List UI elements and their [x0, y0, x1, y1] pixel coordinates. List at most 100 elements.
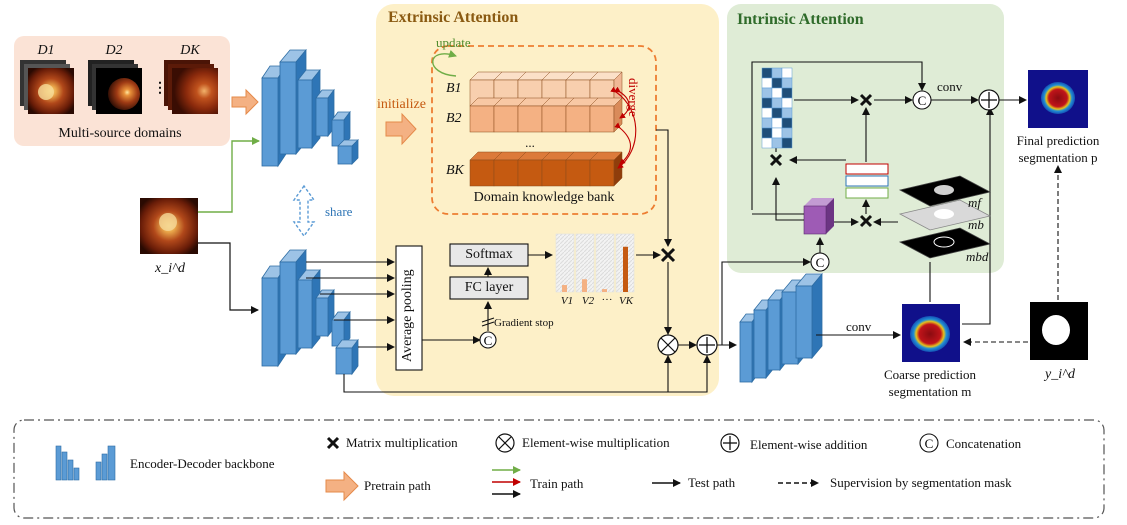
legend-backbone-label: Encoder-Decoder backbone — [130, 456, 275, 471]
attention-cell — [761, 87, 773, 99]
final-caption-line1: Final prediction — [1016, 133, 1100, 148]
weight-bar-4 — [623, 246, 628, 292]
bank-row-bk: BK — [446, 163, 464, 178]
v-label-1: V1 — [560, 295, 574, 307]
legend-supervision-label: Supervision by segmentation mask — [830, 475, 1012, 490]
attention-cell — [771, 137, 783, 149]
pretrain-arrow-top — [231, 88, 259, 116]
attention-cell — [771, 87, 783, 99]
fc-layer-box — [449, 276, 529, 300]
bank-row-k-cell-4 — [541, 159, 567, 187]
legend-elemmult-label: Element-wise multiplication — [522, 435, 670, 450]
bank-row-k-cell-3 — [517, 159, 543, 187]
prototype-vectors — [845, 163, 889, 199]
mask-label-mb: mb — [968, 217, 984, 232]
diverge-arrows — [610, 86, 637, 169]
bank-caption: Domain knowledge bank — [473, 190, 615, 205]
extrinsic-attention-title: Extrinsic Attention — [388, 9, 519, 26]
softmax-label: Softmax — [465, 247, 513, 262]
share-label: share — [325, 204, 353, 219]
legend-matmul-label: Matrix multiplication — [346, 435, 458, 450]
update-loop-arrow — [432, 49, 457, 77]
domain-label-1: D1 — [37, 43, 55, 58]
diverge-label: diverge — [626, 78, 641, 117]
legend-box — [13, 419, 1105, 519]
matmul-node-top — [859, 93, 873, 107]
bank-ellipsis: ... — [525, 135, 535, 150]
legend-concat-label: Concatenation — [946, 436, 1022, 451]
weight-bar-1 — [562, 285, 567, 292]
domain-ellipsis: ⋮ — [153, 81, 167, 96]
final-caption-line2: segmentation p — [1018, 150, 1098, 165]
attention-cell — [771, 127, 783, 139]
attention-cell — [781, 87, 793, 99]
legend-elemadd-label: Element-wise addition — [750, 437, 868, 452]
matmul-node-left — [769, 153, 783, 167]
share-arrow — [292, 184, 316, 238]
gradient-stop-label: Gradient stop — [494, 317, 554, 329]
legend-train-arrows — [492, 466, 521, 498]
legend-pretrain-arrow — [325, 470, 359, 502]
bank-row-b2: B2 — [446, 111, 462, 126]
attention-cell — [761, 117, 773, 129]
legend-concat-glyph: C — [925, 436, 934, 451]
domain-weight-chart — [555, 233, 635, 293]
decoder-blocks — [739, 272, 823, 384]
update-label: update — [436, 35, 471, 50]
attention-cell — [761, 67, 773, 79]
conv-top-label: conv — [937, 79, 963, 94]
weight-bar-2 — [582, 279, 587, 292]
domain-image-stack-k — [164, 60, 218, 114]
bank-row-k-cell-1 — [469, 159, 495, 187]
legend-pretrain-label: Pretrain path — [364, 478, 431, 493]
concat-node-gradient — [479, 331, 497, 349]
legend-matmul-icon — [326, 436, 340, 450]
bank-row-b1: B1 — [446, 81, 462, 96]
conv-mid-label: conv — [846, 319, 872, 334]
attention-cell — [771, 107, 783, 119]
bank-row-2-cell-5 — [565, 105, 591, 133]
weight-bar-bg-3 — [595, 233, 615, 293]
attention-cell — [781, 117, 793, 129]
backbone-bottom — [261, 248, 359, 376]
bank-row-k-cell-2 — [493, 159, 519, 187]
legend-backbone-icon — [55, 445, 116, 481]
attention-cell — [761, 137, 773, 149]
legend-train-label: Train path — [530, 476, 584, 491]
bank-to-matmul — [656, 129, 672, 247]
gradient-stop-mark — [481, 317, 495, 323]
intrinsic-attention-title: Intrinsic Attention — [737, 11, 864, 28]
attention-cell — [781, 97, 793, 109]
bank-row-k — [469, 151, 623, 187]
bank-row-2-cell-3 — [517, 105, 543, 133]
v-label-2: V2 — [581, 295, 595, 307]
attention-cell — [771, 97, 783, 109]
concat-c-glyph: C — [484, 333, 493, 348]
backbone-top — [261, 48, 359, 168]
average-pooling-box — [395, 245, 423, 371]
domain-image-stack-2 — [88, 60, 142, 114]
multi-source-caption: Multi-source domains — [58, 126, 182, 141]
attention-cell — [771, 67, 783, 79]
bank-row-k-cell-6 — [589, 159, 615, 187]
train-path-green — [198, 137, 260, 213]
concat-c-glyph-3: C — [918, 93, 927, 108]
bank-row-2 — [469, 97, 623, 133]
average-pooling-label: Average pooling — [400, 269, 415, 362]
attention-cell — [781, 137, 793, 149]
legend-concat-icon — [919, 433, 939, 453]
skip-to-add — [668, 355, 711, 393]
v-label-k: VK — [618, 295, 634, 307]
domain-label-2: D2 — [105, 43, 123, 58]
attention-cell — [781, 107, 793, 119]
initialize-label: initialize — [377, 97, 426, 112]
attention-cell — [771, 117, 783, 129]
domain-label-k: DK — [180, 43, 200, 58]
attention-cell — [781, 127, 793, 139]
attention-cell — [761, 127, 773, 139]
matrix-multiplication-node — [660, 247, 676, 263]
coarse-caption-line1: Coarse prediction — [883, 367, 977, 382]
gradient-stop-mark-2 — [481, 321, 495, 327]
coarse-caption-line2: segmentation m — [888, 384, 972, 399]
bank-row-2-cell-1 — [469, 105, 495, 133]
